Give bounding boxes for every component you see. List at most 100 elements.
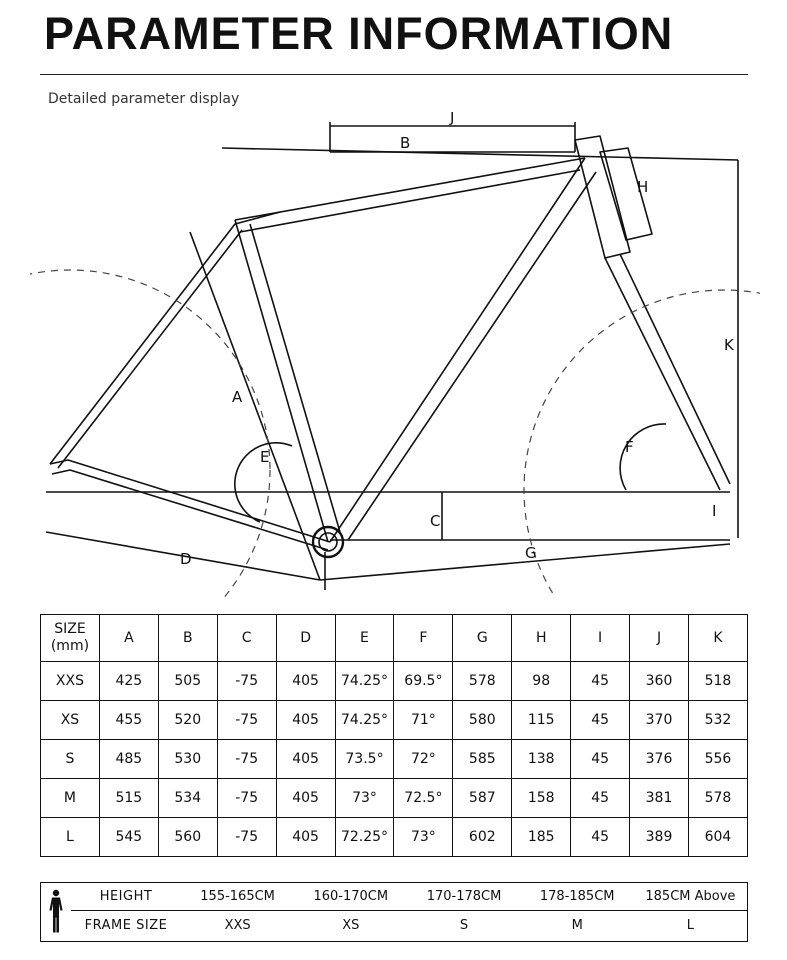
page-title: PARAMETER INFORMATION xyxy=(44,8,674,59)
table-cell: -75 xyxy=(216,778,277,818)
column-header: H xyxy=(511,614,572,662)
table-cell: 74.25° xyxy=(334,700,395,740)
table-cell: -75 xyxy=(216,739,277,779)
table-cell: 455 xyxy=(98,700,159,740)
column-header: D xyxy=(275,614,336,662)
table-cell: 425 xyxy=(98,661,159,701)
rear-wheel-outline xyxy=(30,269,271,598)
height-range: 178-185CM xyxy=(539,889,615,904)
table-cell: 370 xyxy=(629,700,689,740)
table-cell: 185 xyxy=(511,817,572,857)
table-cell: 530 xyxy=(157,739,218,779)
diagram-label-i: I xyxy=(712,502,716,520)
diagram-label-g: G xyxy=(525,544,537,562)
row-size-label: XXS xyxy=(40,661,100,701)
table-cell: 138 xyxy=(511,739,572,779)
table-cell: 578 xyxy=(687,778,749,818)
size-header: SIZE (mm) xyxy=(40,614,100,662)
table-cell: 560 xyxy=(157,817,218,857)
column-header: A xyxy=(98,614,159,662)
table-cell: 520 xyxy=(157,700,218,740)
front-wheel-outline xyxy=(523,289,760,598)
table-cell: 74.25° xyxy=(334,661,395,701)
table-cell: 98 xyxy=(511,661,572,701)
table-cell: 405 xyxy=(275,661,336,701)
table-cell: 45 xyxy=(570,661,631,701)
frame-size-value: S xyxy=(459,918,469,933)
page-subtitle: Detailed parameter display xyxy=(48,91,240,107)
row-size-label: M xyxy=(40,778,100,818)
down-tube xyxy=(329,157,586,543)
height-range: 170-178CM xyxy=(426,889,502,904)
table-cell: 72° xyxy=(393,739,454,779)
table-cell: 73.5° xyxy=(334,739,395,779)
column-header: C xyxy=(216,614,277,662)
table-row: M 515 534 -75 405 73° 72.5° 587 158 45 3… xyxy=(40,778,749,818)
table-header-row: SIZE (mm) A B C D E F G H I J K xyxy=(40,614,749,662)
column-header: E xyxy=(334,614,395,662)
angle-arc-f xyxy=(619,423,667,491)
table-cell: 73° xyxy=(334,778,395,818)
frame-size-value: XXS xyxy=(224,918,251,933)
table-cell: 545 xyxy=(98,817,159,857)
table-cell: 405 xyxy=(275,817,336,857)
table-cell: 604 xyxy=(687,817,749,857)
table-cell: 389 xyxy=(629,817,689,857)
table-cell: 405 xyxy=(275,700,336,740)
table-cell: 45 xyxy=(570,700,631,740)
table-cell: 45 xyxy=(570,778,631,818)
seatstay-inner xyxy=(57,229,243,469)
title-divider xyxy=(40,74,748,75)
table-cell: -75 xyxy=(216,817,277,857)
table-row: XS 455 520 -75 405 74.25° 71° 580 115 45… xyxy=(40,700,749,740)
column-header: J xyxy=(629,614,689,662)
diagram-label-d: D xyxy=(180,550,192,568)
geometry-table: SIZE (mm) A B C D E F G H I J K XXS 425 … xyxy=(40,614,749,857)
size-header-unit: (mm) xyxy=(50,638,90,654)
height-row: HEIGHT 155-165CM 160-170CM 170-178CM 178… xyxy=(71,883,747,911)
height-range: 185CM Above xyxy=(645,889,736,904)
table-cell: 376 xyxy=(629,739,689,779)
diagram-label-a: A xyxy=(232,388,243,406)
dimension-line-d xyxy=(45,531,321,581)
height-size-chart: HEIGHT 155-165CM 160-170CM 170-178CM 178… xyxy=(40,882,748,942)
table-cell: 69.5° xyxy=(393,661,454,701)
chainstay xyxy=(49,459,331,543)
fork-blade xyxy=(604,257,721,491)
table-cell: 45 xyxy=(570,739,631,779)
diagram-label-f: F xyxy=(625,438,634,456)
table-row: L 545 560 -75 405 72.25° 73° 602 185 45 … xyxy=(40,817,749,857)
frame-size-value: XS xyxy=(342,918,360,933)
diagram-label-j: J xyxy=(449,112,454,126)
diagram-label-k: K xyxy=(724,336,735,354)
table-cell: 381 xyxy=(629,778,689,818)
person-silhouette-icon xyxy=(49,889,63,933)
column-header: G xyxy=(452,614,513,662)
table-cell: -75 xyxy=(216,700,277,740)
table-cell: 405 xyxy=(275,739,336,779)
height-range: 155-165CM xyxy=(200,889,275,904)
row-size-label: XS xyxy=(40,700,100,740)
top-tube xyxy=(234,157,586,221)
frame-size-value: M xyxy=(571,918,583,933)
table-cell: 71° xyxy=(393,700,454,740)
table-cell: 518 xyxy=(687,661,749,701)
head-tube-box xyxy=(599,147,653,241)
table-cell: 360 xyxy=(629,661,689,701)
height-label: HEIGHT xyxy=(99,889,153,904)
table-cell: 158 xyxy=(511,778,572,818)
top-tube-inner xyxy=(239,169,581,233)
table-cell: 602 xyxy=(452,817,513,857)
dimension-line-top xyxy=(221,147,739,161)
table-cell: -75 xyxy=(216,661,277,701)
bottom-bracket-inner xyxy=(318,532,338,552)
frame-geometry-diagram: J B A C D E F G H I K xyxy=(30,112,760,598)
frame-size-label: FRAME SIZE xyxy=(84,918,168,933)
frame-size-value: L xyxy=(686,918,695,933)
table-cell: 72.25° xyxy=(334,817,395,857)
row-size-label: S xyxy=(40,739,100,779)
seat-tube-inner xyxy=(249,223,341,533)
table-cell: 587 xyxy=(452,778,513,818)
table-cell: 45 xyxy=(570,817,631,857)
table-cell: 73° xyxy=(393,817,454,857)
